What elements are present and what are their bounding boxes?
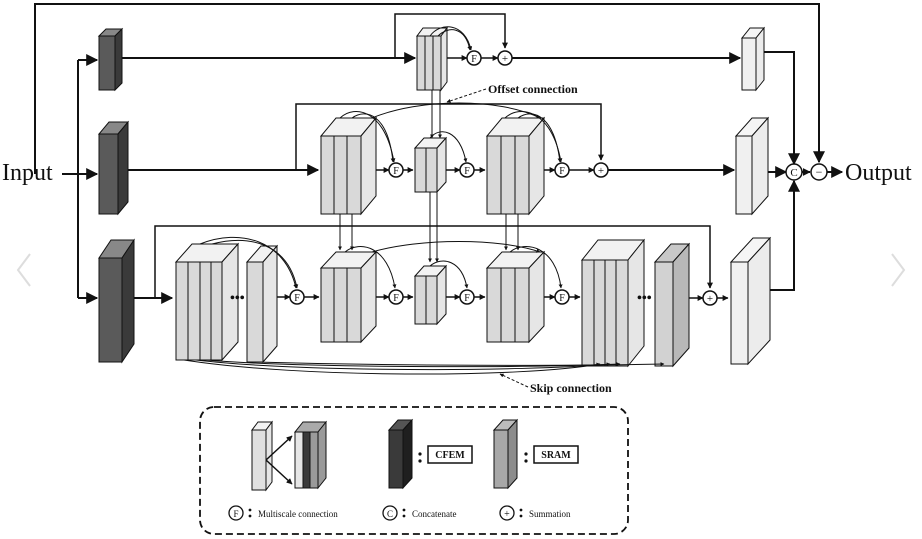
mid-row-block-3 xyxy=(485,116,546,216)
top-row-curve-1 xyxy=(429,26,473,51)
svg-text:F: F xyxy=(559,166,565,177)
concatenate-node: C xyxy=(785,163,803,181)
mid-curve-long xyxy=(371,102,541,119)
bottom-curve-4 xyxy=(429,260,469,289)
legend-multiscale-diagram xyxy=(251,420,328,492)
legend-cfem-box xyxy=(427,445,473,464)
mid-row-block-2 xyxy=(413,136,448,194)
top-row-to-concat xyxy=(764,51,800,166)
top-output-block xyxy=(740,26,766,92)
cfem-block-bottom xyxy=(98,238,135,364)
mid-curve-2 xyxy=(351,113,395,163)
top-row-skip-arc xyxy=(394,13,508,58)
svg-text:F: F xyxy=(464,293,470,304)
skip-arc-2 xyxy=(195,359,611,371)
legend-summation-item: + Summation xyxy=(499,505,571,521)
output-label: Output xyxy=(845,160,912,186)
mid-multiscale-node-2: F xyxy=(459,162,475,178)
legend-cfem-block xyxy=(387,418,414,490)
svg-text:+: + xyxy=(707,293,713,305)
top-row-curve-2 xyxy=(437,29,472,51)
bottom-multiscale-node-1: F xyxy=(289,289,305,305)
legend-sram-block xyxy=(492,418,519,490)
top-multiscale-node: F xyxy=(466,50,482,66)
chevron-left-icon[interactable] xyxy=(14,250,34,290)
bottom-ellipsis-2: ••• xyxy=(637,291,652,306)
legend-concatenate-text: Concatenate xyxy=(412,509,456,519)
subtract-node: − xyxy=(810,163,828,181)
svg-text:F: F xyxy=(294,293,300,304)
bottom-skip-arc-top xyxy=(154,225,713,298)
svg-text:−: − xyxy=(816,165,823,179)
mid-multiscale-node-3: F xyxy=(554,162,570,178)
global-residual-line xyxy=(34,3,825,174)
legend-multiscale-text: Multiscale connection xyxy=(258,509,338,519)
skip-pointer xyxy=(499,373,529,388)
legend-sram-box xyxy=(533,445,579,464)
bottom-ellipsis-1: ••• xyxy=(230,291,245,306)
svg-text:C: C xyxy=(790,167,797,179)
legend-cfem-label: CFEM xyxy=(435,450,465,461)
bottom-block-1 xyxy=(174,242,240,362)
bottom-summation-node: + xyxy=(702,290,718,306)
skip-arc-4 xyxy=(254,361,665,367)
bottom-block-4 xyxy=(413,264,448,326)
input-label: Input xyxy=(2,160,53,186)
svg-text:F: F xyxy=(393,293,399,304)
legend-concatenate-item: C Concatenate xyxy=(382,505,456,521)
mid-row-block-1 xyxy=(319,116,378,216)
svg-text:+: + xyxy=(502,53,508,65)
svg-text:+: + xyxy=(598,165,604,177)
bottom-block-3 xyxy=(319,250,378,344)
svg-text:F: F xyxy=(464,166,470,177)
top-row-block xyxy=(416,26,448,92)
bottom-output-block xyxy=(729,236,772,366)
svg-text:F: F xyxy=(393,166,399,177)
top-summation-node: + xyxy=(497,50,513,66)
bottom-sram-block xyxy=(653,242,691,368)
bottom-block-2 xyxy=(245,244,279,364)
legend-box xyxy=(199,406,629,535)
cfem-block-middle xyxy=(97,120,130,216)
mid-curve-3 xyxy=(429,131,468,163)
legend-summation-text: Summation xyxy=(529,509,571,519)
mid-summation-node: + xyxy=(593,162,609,178)
legend-sram-label: SRAM xyxy=(541,450,571,461)
mid-multiscale-node-1: F xyxy=(388,162,404,178)
bottom-curve-2 xyxy=(211,239,299,289)
bottom-curve-1 xyxy=(199,236,298,289)
chevron-right-icon[interactable] xyxy=(888,250,908,290)
offset-pointer xyxy=(446,88,487,103)
svg-text:F: F xyxy=(559,293,565,304)
bottom-block-6 xyxy=(580,238,646,368)
legend-multiscale-item: F Multiscale connection xyxy=(228,505,338,521)
cfem-block-top xyxy=(97,27,124,92)
bottom-to-concat xyxy=(770,179,800,291)
bottom-curve-3 xyxy=(344,246,397,289)
svg-text:+: + xyxy=(504,509,510,520)
bottom-block-5 xyxy=(485,250,546,344)
bottom-multiscale-node-4: F xyxy=(554,289,570,305)
svg-text:C: C xyxy=(387,509,393,519)
mid-output-block xyxy=(734,116,770,216)
offset-connection-label: Offset connection xyxy=(488,82,578,96)
skip-connection-label: Skip connection xyxy=(530,381,612,395)
svg-text:F: F xyxy=(233,509,238,519)
mid-curve-5 xyxy=(517,113,562,163)
bottom-multiscale-node-3: F xyxy=(459,289,475,305)
svg-text:F: F xyxy=(471,54,477,65)
bottom-curve-long xyxy=(371,241,541,253)
mid-row-skip-arc xyxy=(295,103,604,170)
bottom-multiscale-node-2: F xyxy=(388,289,404,305)
skip-arc-1 xyxy=(183,359,601,375)
